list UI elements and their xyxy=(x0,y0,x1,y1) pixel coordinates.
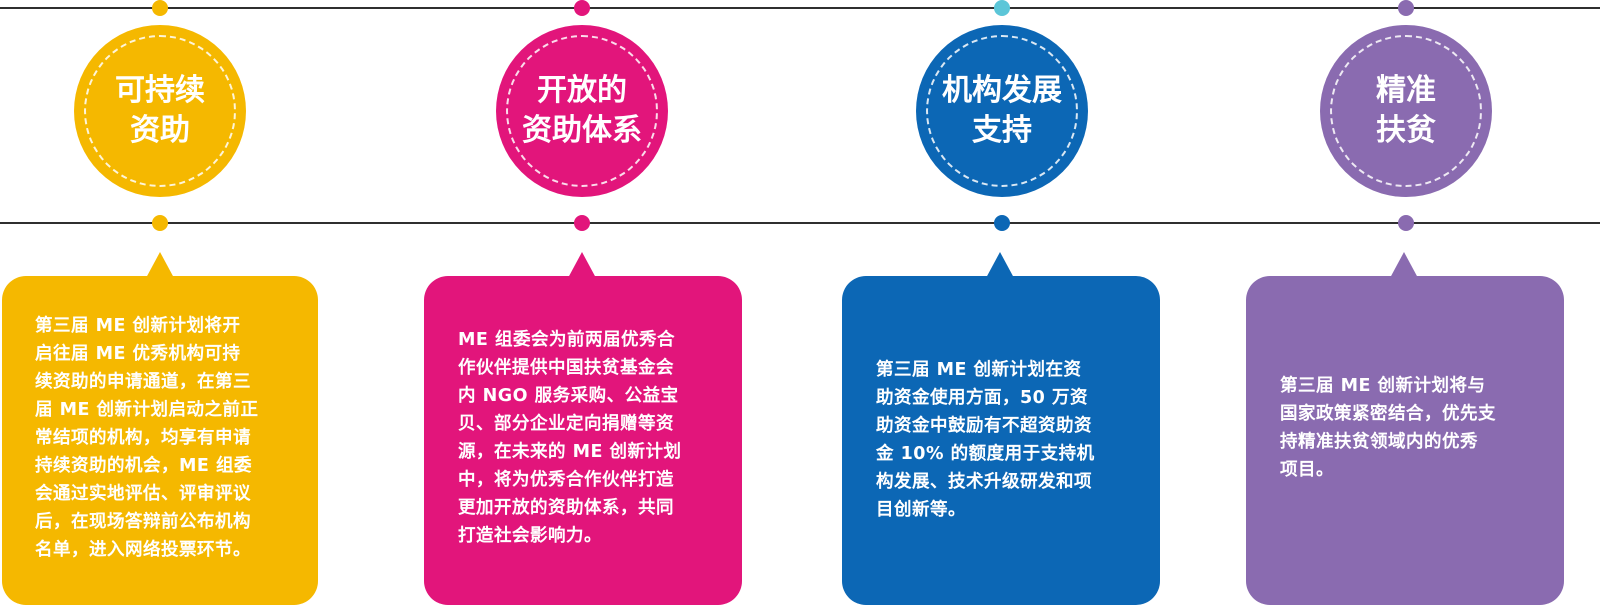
middle-divider-line xyxy=(0,222,1600,224)
circle-dashed-ring: 精准 扶贫 xyxy=(1330,35,1482,187)
mid-dot-3 xyxy=(994,215,1010,231)
card-pointer xyxy=(1390,252,1418,278)
card-text: 第三届 ME 创新计划将开 启往届 ME 优秀机构可持 续资助的申请通道，在第三… xyxy=(35,316,259,560)
circle-title: 开放的 资助体系 xyxy=(522,73,642,148)
card-pointer xyxy=(568,252,596,278)
card-open-funding-system: ME 组委会为前两届优秀合 作伙伴提供中国扶贫基金会 内 NGO 服务采购、公益… xyxy=(424,252,742,605)
card-precision-poverty-alleviation: 第三届 ME 创新计划将与 国家政策紧密结合，优先支 持精准扶贫领域内的优秀 项… xyxy=(1246,252,1564,605)
card-pointer xyxy=(146,252,174,278)
mid-dot-4 xyxy=(1398,215,1414,231)
top-dot-3 xyxy=(994,0,1010,16)
card-pointer xyxy=(986,252,1014,278)
circle-dashed-ring: 开放的 资助体系 xyxy=(506,35,658,187)
circle-title: 精准 扶贫 xyxy=(1376,73,1436,148)
card-text: ME 组委会为前两届优秀合 作伙伴提供中国扶贫基金会 内 NGO 服务采购、公益… xyxy=(458,330,682,546)
card-text: 第三届 ME 创新计划将与 国家政策紧密结合，优先支 持精准扶贫领域内的优秀 项… xyxy=(1280,376,1496,480)
circle-title: 可持续 资助 xyxy=(115,73,205,148)
card-text: 第三届 ME 创新计划在资 助资金使用方面，50 万资 助资金中鼓励有不超资助资… xyxy=(876,360,1095,520)
mid-dot-1 xyxy=(152,215,168,231)
circle-precision-poverty-alleviation: 精准 扶贫 xyxy=(1320,25,1492,197)
top-divider-line xyxy=(0,7,1600,9)
top-dot-1 xyxy=(152,0,168,16)
top-dot-2 xyxy=(574,0,590,16)
circle-open-funding-system: 开放的 资助体系 xyxy=(496,25,668,197)
card-sustainable-funding: 第三届 ME 创新计划将开 启往届 ME 优秀机构可持 续资助的申请通道，在第三… xyxy=(2,252,318,605)
top-dot-4 xyxy=(1398,0,1414,16)
circle-sustainable-funding: 可持续 资助 xyxy=(74,25,246,197)
circle-dashed-ring: 可持续 资助 xyxy=(84,35,236,187)
circle-title: 机构发展 支持 xyxy=(942,73,1062,148)
card-org-development-support: 第三届 ME 创新计划在资 助资金使用方面，50 万资 助资金中鼓励有不超资助资… xyxy=(842,252,1160,605)
circle-dashed-ring: 机构发展 支持 xyxy=(926,35,1078,187)
mid-dot-2 xyxy=(574,215,590,231)
circle-org-development-support: 机构发展 支持 xyxy=(916,25,1088,197)
